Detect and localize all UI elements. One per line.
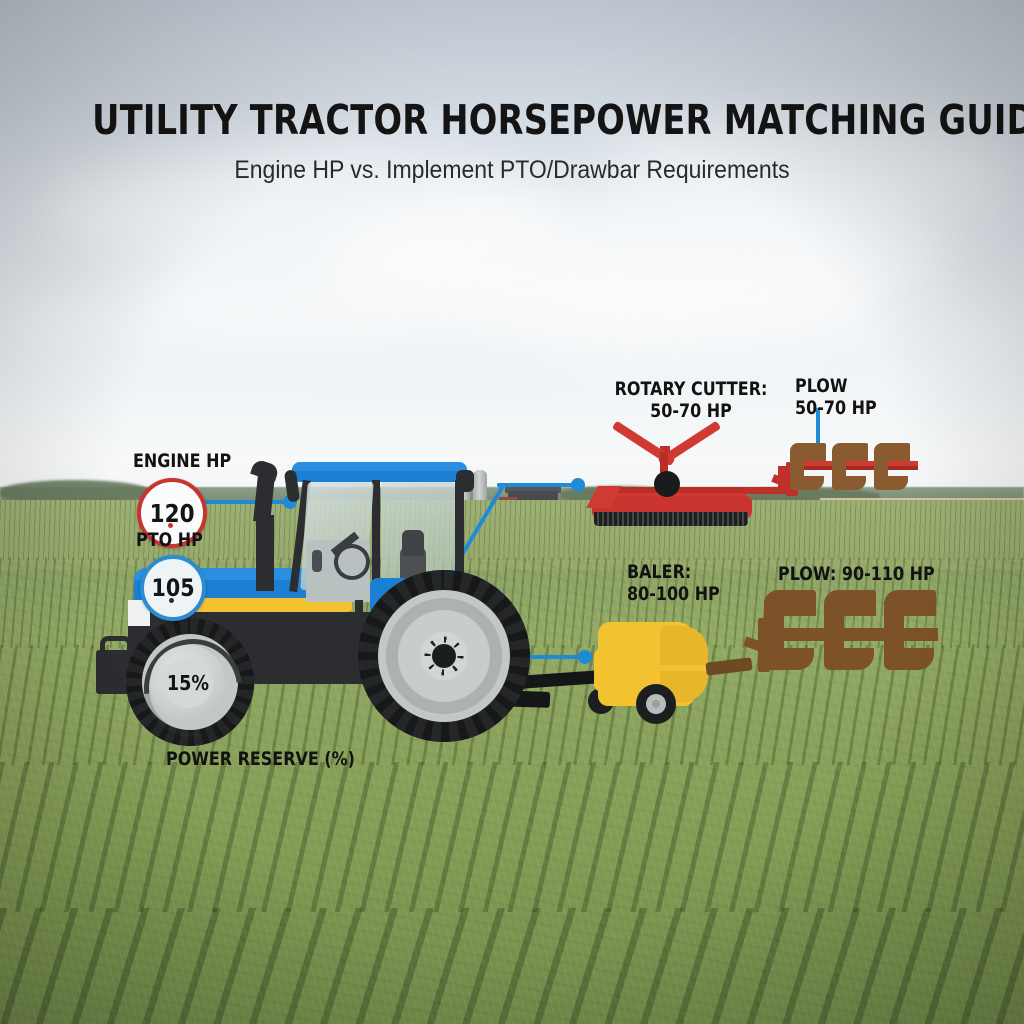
engine-hp-badge[interactable]: 120 [137, 478, 207, 548]
barn-roof [505, 483, 561, 493]
label-plow-lower: PLOW: 90-110 HP [778, 563, 935, 585]
label-plow-upper: PLOW 50-70 HP [795, 375, 877, 419]
crop-rows [0, 762, 1024, 912]
crop-rows [0, 908, 1024, 1024]
header: UTILITY TRACTOR HORSEPOWER MATCHING GUID… [0, 96, 1024, 185]
label-rotary-cutter-name: ROTARY CUTTER: [614, 378, 768, 400]
power-reserve-value: 15% [166, 671, 210, 695]
label-plow-upper-spec: 50-70 HP [795, 397, 877, 420]
power-reserve-gauge[interactable]: 15% [150, 645, 226, 721]
label-plow-upper-name: PLOW [795, 375, 848, 397]
label-baler-name: BALER: [627, 561, 692, 583]
cloud [600, 120, 1020, 230]
label-rotary-cutter: ROTARY CUTTER: 50-70 HP [611, 378, 771, 422]
page-title: UTILITY TRACTOR HORSEPOWER MATCHING GUID… [92, 96, 1024, 144]
page-subtitle: Engine HP vs. Implement PTO/Drawbar Requ… [234, 156, 790, 184]
label-baler-spec: 80-100 HP [627, 583, 720, 606]
badge-indicator-dot [168, 523, 173, 528]
distant-trees [0, 480, 150, 502]
power-reserve-caption: POWER RESERVE (%) [166, 748, 355, 770]
cloud [330, 185, 950, 335]
cloud [120, 240, 880, 350]
engine-hp-value: 120 [149, 498, 195, 528]
pto-hp-badge[interactable]: 105 [140, 555, 206, 621]
label-rotary-cutter-spec: 50-70 HP [650, 400, 732, 423]
pto-hp-caption: PTO HP [136, 529, 203, 551]
pto-hp-value: 105 [151, 574, 195, 602]
power-reserve-inner: 15% [163, 658, 213, 708]
label-baler: BALER: 80-100 HP [627, 561, 720, 605]
badge-indicator-dot [169, 598, 174, 603]
engine-hp-caption: ENGINE HP [133, 450, 232, 472]
